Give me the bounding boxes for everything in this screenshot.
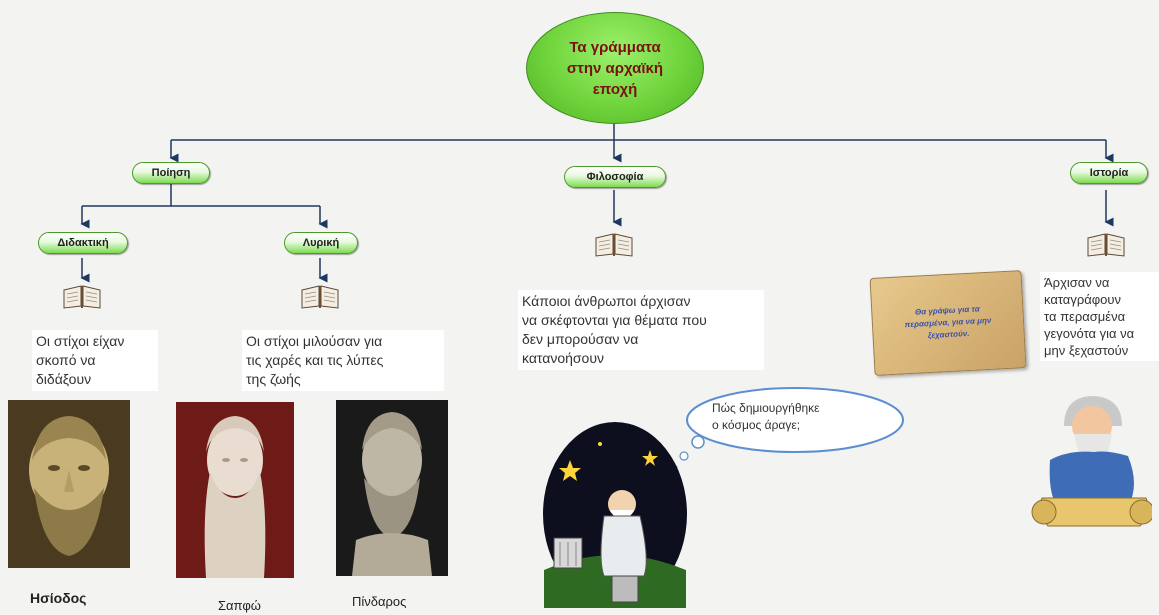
description-line: καταγράφουν <box>1044 292 1122 307</box>
philosophy-node: Φιλοσοφία <box>564 166 666 188</box>
root-title-line1: Τα γράμματα <box>569 38 661 56</box>
poetry-node: Ποίηση <box>132 162 210 184</box>
philosopher-night-illustration <box>543 422 687 608</box>
book-icon <box>1087 233 1125 257</box>
book-icon <box>301 285 339 309</box>
didactic-node: Διδακτική <box>38 232 128 254</box>
root-title-line2: στην αρχαϊκή <box>566 59 664 77</box>
pindar-caption: Πίνδαρος <box>352 594 407 609</box>
description-line: τις χαρές και τις λύπες <box>246 352 384 368</box>
historian-illustration <box>1031 396 1152 527</box>
description-line: Άρχισαν να <box>1044 275 1110 290</box>
didactic-description: Οι στίχοι είχαν σκοπό να διδάξουν <box>32 330 158 391</box>
description-line: διδάξουν <box>36 371 92 387</box>
description-line: Οι στίχοι είχαν <box>36 333 125 349</box>
speech-parchment: Θα γράψω για τα περασμένα, για να μην ξε… <box>869 270 1027 376</box>
hesiod-portrait <box>8 400 130 568</box>
history-description: Άρχισαν να καταγράφουν τα περασμένα γεγο… <box>1040 272 1159 361</box>
description-line: δεν μπορούσαν να <box>522 331 639 347</box>
lyric-description: Οι στίχοι μιλούσαν για τις χαρές και τις… <box>242 330 444 391</box>
sappho-caption: Σαπφώ <box>218 598 261 613</box>
description-line: σκοπό να <box>36 352 96 368</box>
sappho-portrait <box>176 402 294 578</box>
description-line: να σκέφτονται για θέματα που <box>522 312 707 328</box>
root-title-line3: εποχή <box>592 80 638 98</box>
description-line: της ζωής <box>246 371 301 387</box>
description-line: γεγονότα για να <box>1044 326 1135 341</box>
philosophy-description: Κάποιοι άνθρωποι άρχισαν να σκέφτονται γ… <box>518 290 764 370</box>
description-line: τα περασμένα <box>1044 309 1126 324</box>
description-line: κατανοήσουν <box>522 350 605 366</box>
description-line: Κάποιοι άνθρωποι άρχισαν <box>522 293 691 309</box>
root-node: Τα γράμματα στην αρχαϊκή εποχή <box>526 12 704 124</box>
thought-bubble-text: Πώς δημιουργήθηκε ο κόσμος άραγε; <box>712 400 820 434</box>
book-icon <box>595 233 633 257</box>
history-node: Ιστορία <box>1070 162 1148 184</box>
hesiod-caption: Ησίοδος <box>30 590 87 606</box>
thought-line: ο κόσμος άραγε; <box>712 418 801 432</box>
thought-bubble-shape <box>686 387 904 453</box>
lyric-node: Λυρική <box>284 232 358 254</box>
speech-parchment-text: Θα γράψω για τα περασμένα, για να μην ξε… <box>904 304 992 341</box>
pindar-portrait <box>336 400 448 576</box>
thought-line: Πώς δημιουργήθηκε <box>712 401 820 415</box>
description-line: μην ξεχαστούν <box>1044 343 1129 358</box>
description-line: Οι στίχοι μιλούσαν για <box>246 333 383 349</box>
book-icon <box>63 285 101 309</box>
